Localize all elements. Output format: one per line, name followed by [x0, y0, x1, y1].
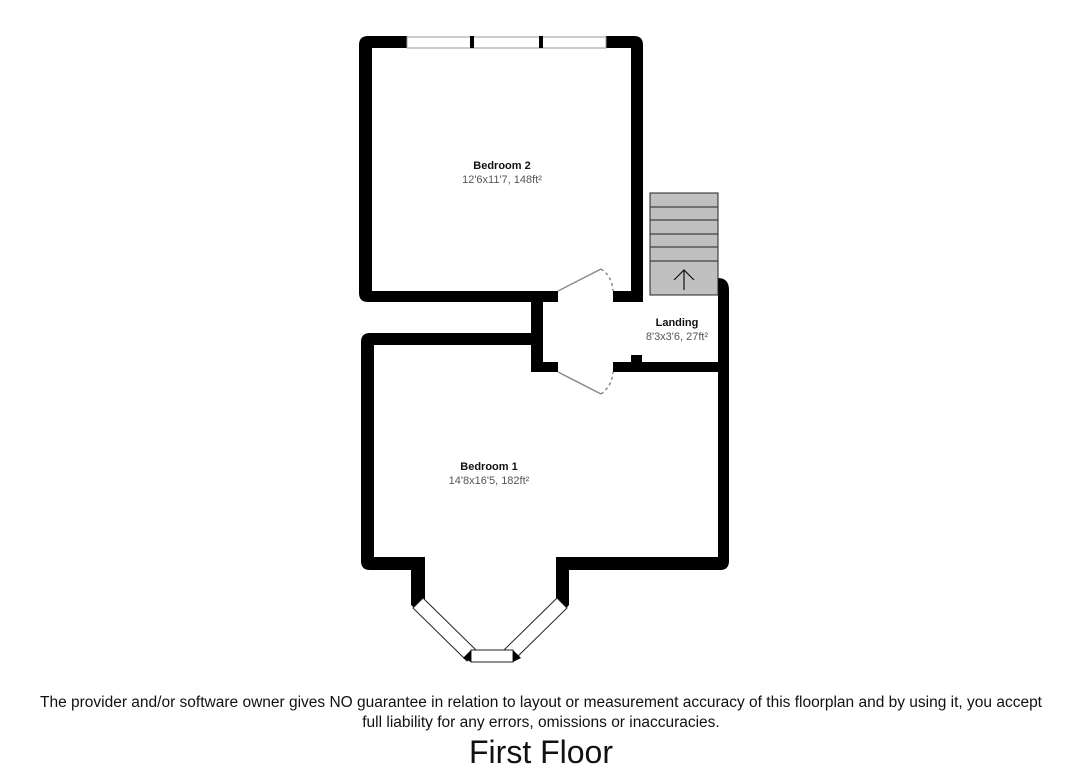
room-dimensions: 8'3x3'6, 27ft²	[645, 331, 709, 343]
disclaimer-line-1: The provider and/or software owner gives…	[39, 694, 1042, 711]
floor-title: First Floor	[469, 734, 613, 770]
stairs	[649, 192, 719, 296]
landing-walls	[718, 278, 729, 370]
room-dimensions: 12'6x11'7, 148ft²	[462, 174, 542, 186]
bedroom-2-walls	[359, 36, 643, 302]
room-dimensions: 14'8x16'5, 182ft²	[448, 475, 530, 487]
window-icon	[406, 36, 607, 49]
disclaimer: The provider and/or software owner gives…	[0, 693, 1082, 733]
room-label-bedroom-1: Bedroom 1 14'8x16'5, 182ft²	[449, 460, 530, 488]
room-label-landing: Landing 8'3x3'6, 27ft²	[646, 316, 708, 344]
disclaimer-line-2: full liability for any errors, omissions…	[362, 714, 720, 731]
stairs-up-arrow-icon	[673, 269, 695, 290]
bedroom-1-walls	[361, 333, 729, 612]
room-label-bedroom-2: Bedroom 2 12'6x11'7, 148ft²	[462, 159, 542, 187]
room-name: Bedroom 2	[473, 160, 531, 172]
bay-window-icon	[412, 597, 568, 663]
floorplan-drawing	[359, 36, 729, 663]
vestibule-walls	[531, 291, 718, 372]
door-swing-icon	[557, 268, 614, 395]
room-name: Bedroom 1	[460, 461, 518, 473]
room-name: Landing	[655, 317, 699, 329]
